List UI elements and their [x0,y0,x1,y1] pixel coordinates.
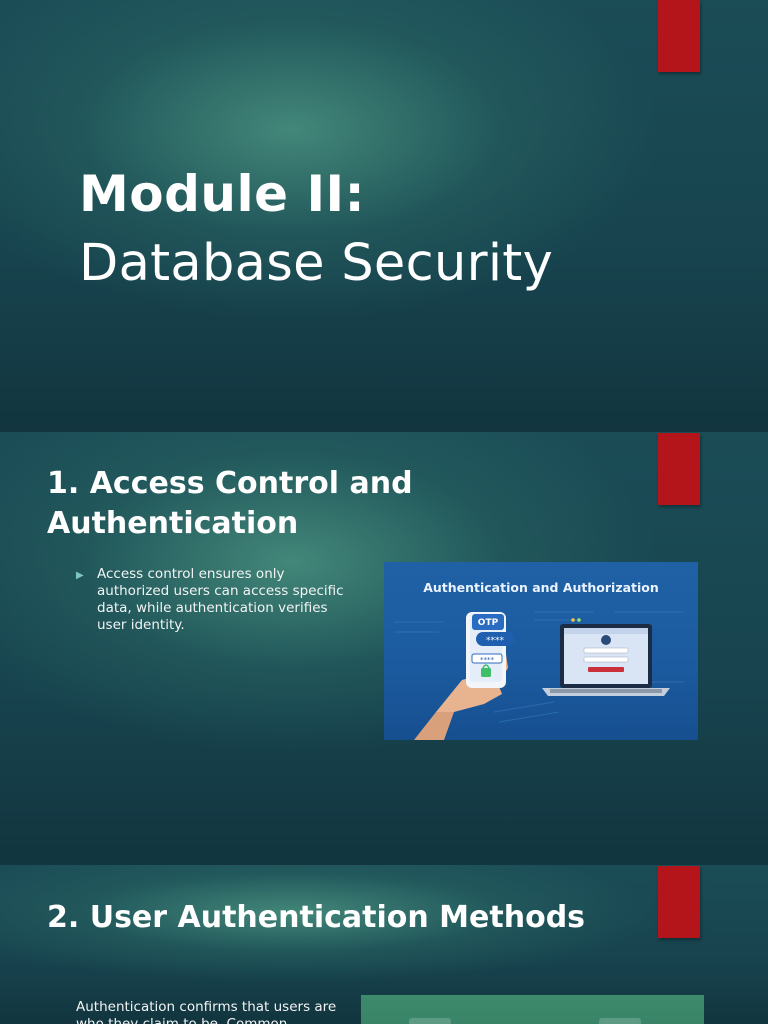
bullet-item: ▶ Access control ensures only authorized… [76,566,346,634]
body-paragraph: Authentication confirms that users are w… [76,999,337,1024]
accent-bar [658,433,700,505]
module-title: Module II: [79,165,366,223]
auth-methods-slide: 2. User Authentication Methods Authentic… [0,865,768,1024]
phone-icon: OTP **** **** [466,612,514,688]
laptop-icon [542,624,670,696]
bullet-list: ▶ Access control ensures only authorized… [76,566,346,634]
image-label-left [409,1018,451,1024]
otp-label: OTP [478,618,499,628]
authentication-illustration: Authentication and Authorization [384,562,698,740]
title-slide: Module II: Database Security [0,0,768,432]
module-subtitle: Database Security [79,234,554,293]
illustration-title: Authentication and Authorization [423,580,659,595]
accent-bar [658,866,700,938]
access-control-slide: 1. Access Control and Authentication ▶ A… [0,432,768,865]
section-heading: 1. Access Control and Authentication [47,466,413,541]
bullet-text: Access control ensures only authorized u… [97,566,344,633]
section-heading: 2. User Authentication Methods [47,900,586,935]
accent-bar [658,0,700,72]
auth-methods-image [361,995,704,1024]
image-label-right [599,1018,641,1024]
triangle-bullet-icon: ▶ [76,570,84,581]
password-mask-2: **** [480,656,495,664]
authentication-graphic: OTP **** **** [394,611,684,740]
password-mask: **** [486,636,505,646]
